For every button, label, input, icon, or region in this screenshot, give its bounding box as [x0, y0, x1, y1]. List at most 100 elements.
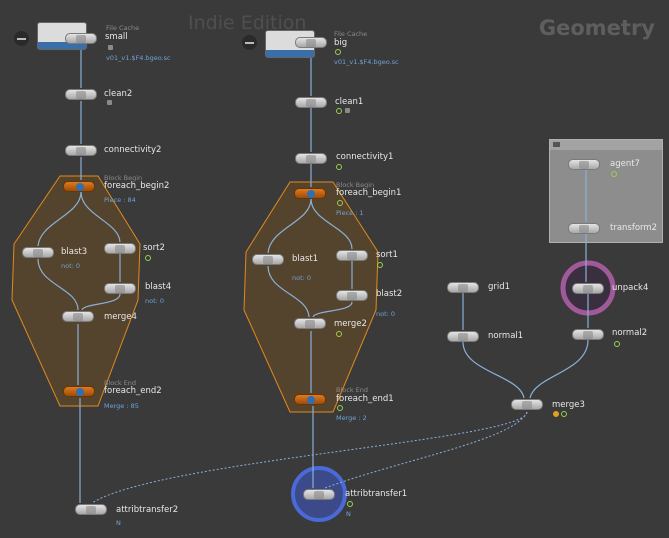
- attribtransfer2-node[interactable]: [75, 504, 107, 515]
- transform2-node[interactable]: [568, 223, 600, 234]
- sort1-flag-icon: [377, 262, 383, 268]
- foreach-begin2-info: Piece : 84: [104, 196, 136, 204]
- wire-fb2-blast3: [37, 191, 82, 247]
- connectivity1-node[interactable]: [295, 153, 327, 164]
- foreach-end1-caption: Block End: [336, 386, 368, 394]
- foreach-begin1-node[interactable]: [294, 188, 326, 199]
- foreach-end1-flag-icon: [337, 405, 343, 411]
- foreach-begin2-node[interactable]: [63, 181, 95, 192]
- blast2-node[interactable]: [336, 290, 368, 301]
- normal1-node[interactable]: [447, 331, 479, 342]
- clean1-lock-icon: [345, 108, 350, 113]
- normal2-node[interactable]: [572, 329, 604, 340]
- big-filecache-node[interactable]: [265, 30, 315, 58]
- sort1-node[interactable]: [336, 250, 368, 261]
- blast3-info: not: 0: [61, 262, 81, 270]
- small-path: v01_v1.$F4.bgeo.sc: [106, 54, 171, 62]
- filecache-stripe: [266, 50, 314, 57]
- blast1-node[interactable]: [252, 254, 284, 265]
- big-label: big: [334, 38, 348, 48]
- attribtransfer1-info: N: [346, 510, 351, 518]
- wire-merge3-attribtransfer2-dashed: [91, 411, 528, 504]
- clean1-label: clean1: [335, 97, 364, 107]
- attribtransfer1-node[interactable]: [303, 489, 335, 500]
- merge3-flag-icon: [561, 411, 567, 417]
- small-bypass-button[interactable]: [14, 31, 29, 46]
- clean2-node[interactable]: [65, 89, 97, 100]
- foreach-begin2-label: foreach_begin2: [104, 181, 170, 191]
- blast2-label: blast2: [376, 289, 403, 299]
- merge2-node[interactable]: [294, 318, 326, 329]
- merge4-node[interactable]: [62, 311, 94, 322]
- agent7-label: agent7: [610, 159, 640, 169]
- normal2-flag-icon: [614, 341, 620, 347]
- big-flag-icon: [335, 49, 341, 55]
- network-box-header[interactable]: [550, 140, 662, 150]
- blast3-node[interactable]: [22, 247, 54, 258]
- attribtransfer1-flag-icon: [347, 501, 353, 507]
- sort1-label: sort1: [376, 250, 398, 260]
- blast3-label: blast3: [61, 247, 88, 257]
- clean2-lock-icon: [107, 100, 112, 105]
- network-context-label: Geometry: [538, 16, 655, 40]
- foreach-end2-label: foreach_end2: [104, 386, 162, 396]
- normal2-label: normal2: [612, 328, 648, 338]
- filecache-stripe: [38, 42, 86, 49]
- foreach-begin1-info: Piece : 1: [336, 209, 364, 217]
- blast4-info: not: 0: [145, 297, 165, 305]
- big-path: v01_v1.$F4.bgeo.sc: [334, 58, 399, 66]
- foreach-end2-caption: Block End: [104, 379, 136, 387]
- wire-blast4-merge4: [81, 293, 121, 311]
- agent7-node[interactable]: [568, 159, 600, 170]
- network-box-collapse-button[interactable]: −: [553, 142, 560, 147]
- big-caption: File Cache: [334, 30, 368, 38]
- unpack4-label: unpack4: [612, 283, 649, 293]
- attribtransfer1-label: attribtransfer1: [345, 489, 408, 499]
- grid1-label: grid1: [488, 282, 511, 292]
- attribtransfer2-label: attribtransfer2: [116, 505, 179, 515]
- foreach-begin2-caption: Block Begin: [104, 174, 143, 182]
- wire-blast1-merge2: [267, 265, 310, 318]
- grid1-node[interactable]: [447, 282, 479, 293]
- wire-normal1-merge3: [462, 341, 525, 399]
- clean2-label: clean2: [104, 89, 133, 99]
- wire-merge3-attribtransfer1-dashed: [324, 411, 528, 489]
- foreach-end2-info: Merge : 85: [104, 402, 139, 410]
- small-lock-icon: [108, 45, 113, 50]
- normal1-label: normal1: [488, 331, 524, 341]
- blast2-info: not: 0: [376, 310, 396, 318]
- wire-normal2-merge3: [529, 339, 589, 399]
- sort2-label: sort2: [143, 243, 165, 253]
- small-label: small: [105, 32, 128, 42]
- wire-fb1-sort1: [310, 198, 353, 250]
- blast1-label: blast1: [292, 254, 319, 264]
- foreach-begin1-flag-icon: [337, 200, 343, 206]
- foreach-end1-label: foreach_end1: [336, 394, 394, 404]
- connectivity2-node[interactable]: [65, 145, 97, 156]
- clean1-node[interactable]: [295, 97, 327, 108]
- wire-blast2-merge2: [312, 301, 353, 318]
- merge3-node[interactable]: [511, 399, 543, 410]
- small-node[interactable]: [65, 33, 97, 44]
- agent7-flag-icon: [611, 171, 617, 177]
- wire-blast3-merge4: [37, 258, 79, 311]
- attribtransfer2-info: N: [116, 519, 121, 527]
- blast4-node[interactable]: [104, 283, 136, 294]
- merge2-flag-icon: [336, 331, 342, 337]
- sort2-node[interactable]: [104, 243, 136, 254]
- connectivity1-label: connectivity1: [336, 152, 394, 162]
- big-bypass-button[interactable]: [242, 35, 257, 50]
- unpack4-node[interactable]: [572, 283, 604, 294]
- merge4-label: merge4: [104, 312, 137, 322]
- transform2-label: transform2: [610, 223, 658, 233]
- sort2-flag-icon: [145, 255, 151, 261]
- edition-watermark: Indie Edition: [188, 12, 307, 34]
- small-caption: File Cache: [106, 24, 140, 32]
- foreach-end1-node[interactable]: [294, 394, 326, 405]
- foreach-end2-node[interactable]: [63, 386, 95, 397]
- blast4-label: blast4: [145, 282, 172, 292]
- connectivity1-flag-icon: [336, 164, 342, 170]
- big-node[interactable]: [295, 37, 327, 48]
- clean1-flag-icon: [336, 108, 342, 114]
